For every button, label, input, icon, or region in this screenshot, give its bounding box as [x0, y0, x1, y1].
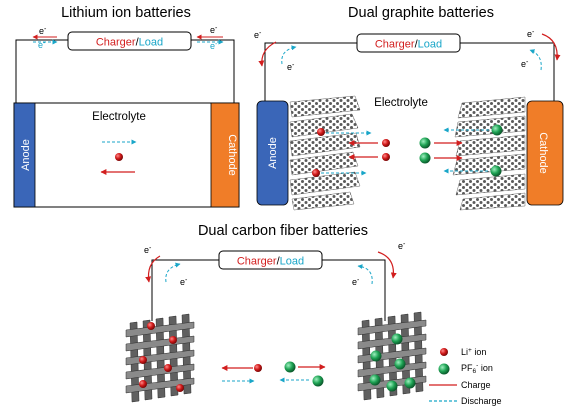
graphite-electrolyte-label: Electrolyte: [374, 97, 428, 109]
electron-label: e-: [210, 25, 218, 35]
li-ion: [139, 356, 147, 364]
electron-label: e-: [180, 277, 188, 287]
electron-label: e-: [521, 59, 529, 69]
lithium-charger-load-label: Charger/Load: [96, 37, 163, 49]
carbon-fiber-mesh-right: [357, 311, 427, 401]
legend-charge-label: Charge: [461, 380, 491, 390]
charge-electron-arrow: [258, 41, 277, 67]
legend-pf6-ion-swatch: [438, 363, 450, 375]
lithium-wire-right: [191, 39, 235, 103]
pf6-ion: [419, 152, 431, 164]
lithium-title: Lithium ion batteries: [61, 5, 191, 21]
legend-discharge-label: Discharge: [461, 396, 502, 406]
li-ion: [115, 153, 123, 161]
panel-dual-carbon-fiber: Dual carbon fiber batteries Charger/Load…: [125, 223, 427, 403]
electron-label: e-: [144, 245, 152, 255]
graphite-charger-load-label: Charger/Load: [375, 39, 442, 51]
li-ion: [317, 128, 325, 136]
charge-electron-arrow: [541, 33, 561, 61]
pf6-ion: [370, 350, 382, 362]
charge-electron-arrow: [145, 255, 161, 283]
li-ion: [382, 139, 390, 147]
discharge-electron-arrow: [165, 262, 181, 283]
electron-label: e-: [527, 29, 535, 39]
li-ion: [382, 153, 390, 161]
pf6-ion: [284, 361, 296, 373]
carbon-fiber-mesh-left: [125, 313, 195, 403]
li-ion: [169, 336, 177, 344]
electron-label: e-: [287, 62, 295, 72]
pf6-ion: [491, 124, 503, 136]
pf6-ion: [369, 374, 381, 386]
discharge-electron-arrow: [529, 49, 542, 71]
li-ion: [164, 364, 172, 372]
li-ion: [176, 384, 184, 392]
graphite-anode: [256, 100, 289, 206]
panel-dual-graphite: Dual graphite batteries Charger/Load e- …: [254, 5, 564, 211]
pf6-ion: [419, 137, 431, 149]
pf6-ion: [394, 358, 406, 370]
lithium-charger-load-box: [67, 31, 192, 51]
legend-pf6-ion-label: PF6- ion: [461, 362, 493, 375]
discharge-electron-arrow: [281, 45, 297, 65]
charger-text: Charger: [375, 39, 415, 51]
slash-text: /: [136, 37, 140, 49]
electron-label: e-: [352, 277, 360, 287]
slash-text: /: [277, 256, 281, 268]
charger-text: Charger: [96, 37, 136, 49]
discharge-electron-arrow: [357, 264, 373, 285]
legend-li-ion-label: Li+ ion: [461, 347, 486, 357]
li-ion: [147, 322, 155, 330]
li-ion: [139, 380, 147, 388]
fiber-title: Dual carbon fiber batteries: [198, 223, 368, 239]
pf6-ion: [490, 165, 502, 177]
graphite-title: Dual graphite batteries: [348, 5, 494, 21]
graphite-layers-left: [289, 95, 361, 211]
graphite-wire-right: [460, 42, 555, 103]
lithium-cathode-label: Cathode: [226, 134, 238, 176]
pf6-ion: [386, 380, 398, 392]
load-text: Load: [280, 256, 304, 268]
fiber-wire-right: [322, 259, 386, 321]
electron-label: e-: [210, 41, 218, 51]
pf6-ion: [391, 333, 403, 345]
lithium-cathode: [210, 102, 240, 208]
pf6-ion: [404, 377, 416, 389]
charge-electron-arrow: [377, 251, 397, 279]
li-ion: [312, 169, 320, 177]
lithium-electrolyte-label: Electrolyte: [92, 111, 146, 123]
panel-lithium-ion: Lithium ion batteries Charger/Load e- e-…: [13, 5, 240, 208]
slash-text: /: [415, 39, 419, 51]
fiber-wire-left: [151, 259, 219, 321]
pf6-ion: [312, 375, 324, 387]
lithium-anode-label: Anode: [20, 139, 32, 171]
graphite-layers-right: [452, 96, 526, 211]
charger-text: Charger: [237, 256, 277, 268]
graphite-cathode: [526, 100, 564, 206]
li-ion: [254, 364, 262, 372]
load-text: Load: [139, 37, 163, 49]
electron-label: e-: [38, 40, 46, 50]
graphite-charger-load-box: [356, 33, 461, 53]
load-text: Load: [418, 39, 442, 51]
electron-label: e-: [39, 26, 47, 36]
fiber-charger-load-box: [218, 250, 323, 270]
legend: Li+ ion PF6- ion Charge Discharge: [429, 347, 502, 406]
electron-label: e-: [254, 30, 262, 40]
lithium-anode: [13, 102, 36, 208]
electron-label: e-: [398, 241, 406, 251]
lithium-wire-left: [15, 39, 68, 103]
fiber-charger-load-label: Charger/Load: [237, 256, 304, 268]
legend-li-ion-swatch: [440, 348, 448, 356]
graphite-cathode-label: Cathode: [537, 132, 549, 174]
lithium-cell-box: [13, 102, 240, 208]
graphite-anode-label: Anode: [267, 137, 279, 169]
graphite-wire-left: [264, 42, 357, 103]
